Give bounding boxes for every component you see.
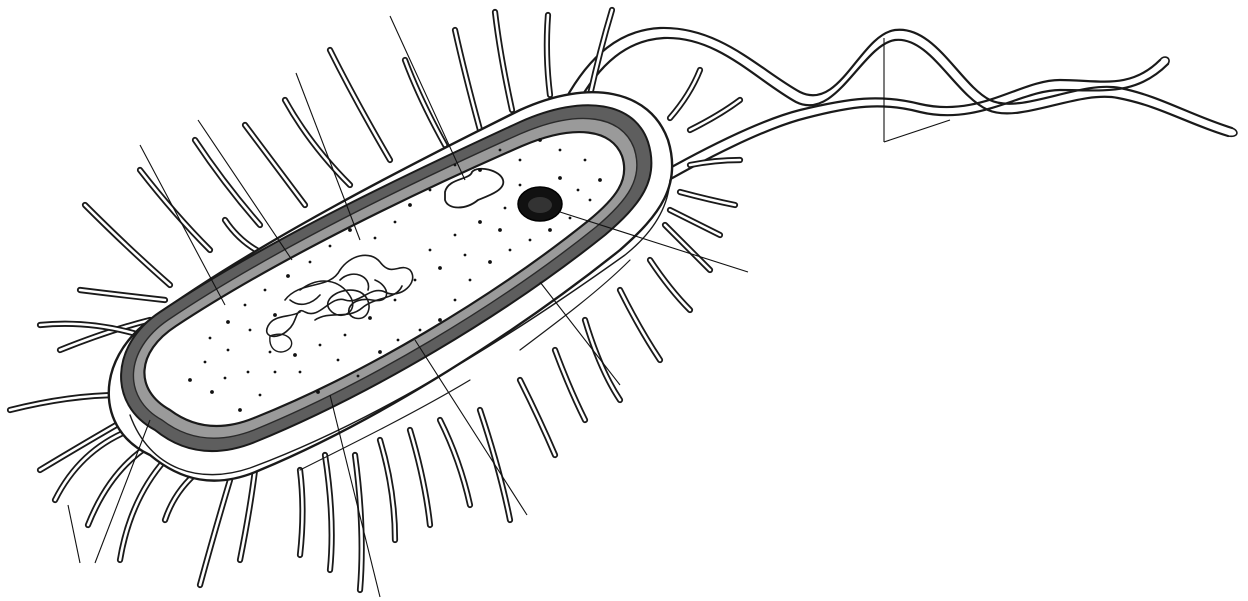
ribosome-dot <box>569 217 572 220</box>
ribosome-dot <box>293 353 297 357</box>
pilus-core-32 <box>455 30 480 130</box>
pilus-core-7 <box>120 460 165 560</box>
ribosome-dot <box>598 178 602 182</box>
pilus-core-36 <box>245 125 305 205</box>
ribosome-dot <box>259 394 262 397</box>
pilus-14 <box>380 440 395 540</box>
pilus-20 <box>585 320 620 400</box>
ribosome-dot <box>348 228 352 232</box>
pilus-core-29 <box>590 10 612 95</box>
ribosome-dot <box>499 149 502 152</box>
ribosome-dot <box>498 228 502 232</box>
ribosome-dot <box>224 377 227 380</box>
ribosome-dot <box>504 207 507 210</box>
ribosome-dot <box>519 159 522 162</box>
ribosome-dot <box>548 228 552 232</box>
ribosome-dot <box>374 237 377 240</box>
ribosome-dot <box>368 316 372 320</box>
ribosome-dot <box>274 371 277 374</box>
ribosome-dot <box>238 408 242 412</box>
pilus-35 <box>285 100 350 185</box>
pilus-7 <box>120 460 165 560</box>
pilus-core-5 <box>88 445 150 525</box>
pilus-core-10 <box>240 470 255 560</box>
pilus-core-9 <box>200 480 230 585</box>
ribosome-dot <box>378 350 382 354</box>
ribosome-dot <box>244 304 247 307</box>
ribosome-dot <box>273 313 277 317</box>
ribosome-dot <box>249 329 252 332</box>
ribosome-dot <box>227 349 230 352</box>
ribosome-dot <box>538 138 542 142</box>
ribosome-dot <box>419 329 422 332</box>
ribosome-dot <box>269 351 272 354</box>
ribosome-dot <box>519 184 522 187</box>
ribosome-dot <box>188 378 192 382</box>
pilus-3 <box>10 395 120 410</box>
ribosome-dot <box>394 221 397 224</box>
ribosome-dot <box>286 274 290 278</box>
pilus-core-40 <box>80 290 165 300</box>
ribosome-dot <box>264 289 267 292</box>
ribosome-dot <box>488 260 492 264</box>
ribosome-dot <box>397 339 400 342</box>
ribosome-dot <box>319 344 322 347</box>
ribosome-dot <box>337 359 340 362</box>
ribosome-dot <box>438 318 442 322</box>
ribosome-dot <box>309 261 312 264</box>
ribosome-dot <box>204 361 207 364</box>
ribosome-dot <box>247 371 250 374</box>
ribosome-dot <box>454 164 457 167</box>
ribosome-dot <box>454 299 457 302</box>
ribosome-dot <box>478 168 482 172</box>
ribosome-dot <box>478 220 482 224</box>
ribosome-dot <box>469 279 472 282</box>
ribosome-dot <box>529 239 532 242</box>
ribosome-dot <box>509 249 512 252</box>
ribosome-dot <box>209 337 212 340</box>
ribosome-dot <box>589 199 592 202</box>
pilus-core-25 <box>680 192 735 205</box>
pilus-core-19 <box>555 350 585 420</box>
ribosome-dot <box>464 254 467 257</box>
ribosome-dot <box>394 299 397 302</box>
ribosome-dot <box>414 279 417 282</box>
ribosome-dot <box>438 266 442 270</box>
ribosome-dot <box>558 176 562 180</box>
ribosome-dot <box>357 375 360 378</box>
pilus-core-39 <box>85 205 170 285</box>
pilus-core-27 <box>690 100 740 130</box>
ribosome-dot <box>429 249 432 252</box>
ribosome-dot <box>429 189 432 192</box>
ribosome-dot <box>299 371 302 374</box>
ribosome-dot <box>408 203 412 207</box>
ribosome-dot <box>584 159 587 162</box>
pilus-core-34 <box>330 50 390 160</box>
ribosome-dot <box>454 234 457 237</box>
ribosome-dot <box>559 149 562 152</box>
pilus-core-24 <box>670 210 720 235</box>
ribosome-dot <box>577 189 580 192</box>
ribosome-dot <box>210 390 214 394</box>
pilus-core-18 <box>520 380 555 455</box>
pilus-5 <box>88 445 150 525</box>
ribosome-dot <box>344 334 347 337</box>
ribosome-dot <box>226 320 230 324</box>
ribosome-dot <box>316 390 320 394</box>
pilus-core-31 <box>495 12 512 110</box>
pilus-16 <box>440 420 470 505</box>
pilus-core-21 <box>620 290 660 360</box>
ribosome-dot <box>329 245 332 248</box>
